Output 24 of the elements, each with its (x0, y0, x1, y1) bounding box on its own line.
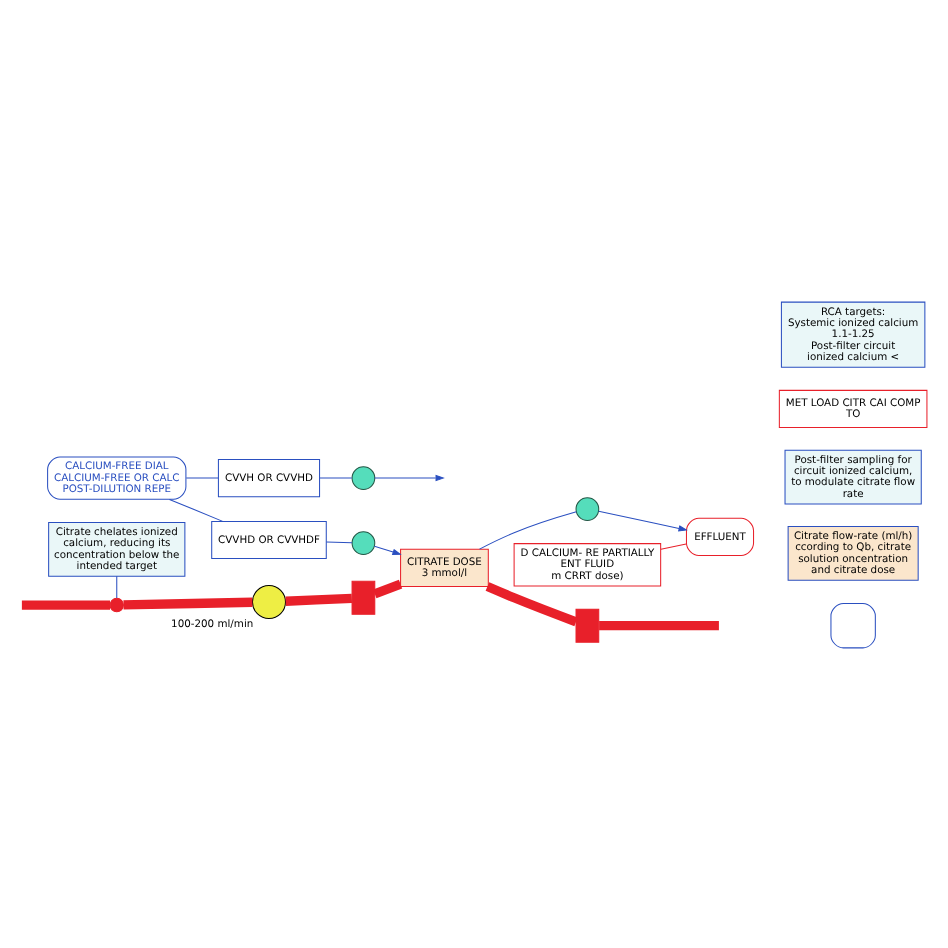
node-circle (351, 465, 376, 489)
connector (116, 574, 118, 598)
connector (285, 592, 353, 605)
node-circle (575, 496, 600, 520)
connector (373, 578, 403, 598)
connector (123, 596, 253, 609)
node-box (575, 607, 600, 642)
connector (599, 620, 719, 630)
connector (660, 542, 687, 549)
connector (325, 540, 353, 543)
node-box (830, 601, 876, 648)
connector (168, 497, 224, 521)
node-circle (251, 583, 286, 618)
arrow (374, 473, 445, 481)
arrow (373, 544, 402, 555)
connector (319, 476, 353, 478)
arrow (598, 509, 688, 531)
connector (185, 476, 219, 478)
connector (479, 510, 577, 549)
node-circle (351, 530, 376, 554)
connector (21, 599, 110, 609)
connector (485, 581, 578, 626)
node-point (109, 596, 124, 612)
node-box (351, 579, 376, 614)
